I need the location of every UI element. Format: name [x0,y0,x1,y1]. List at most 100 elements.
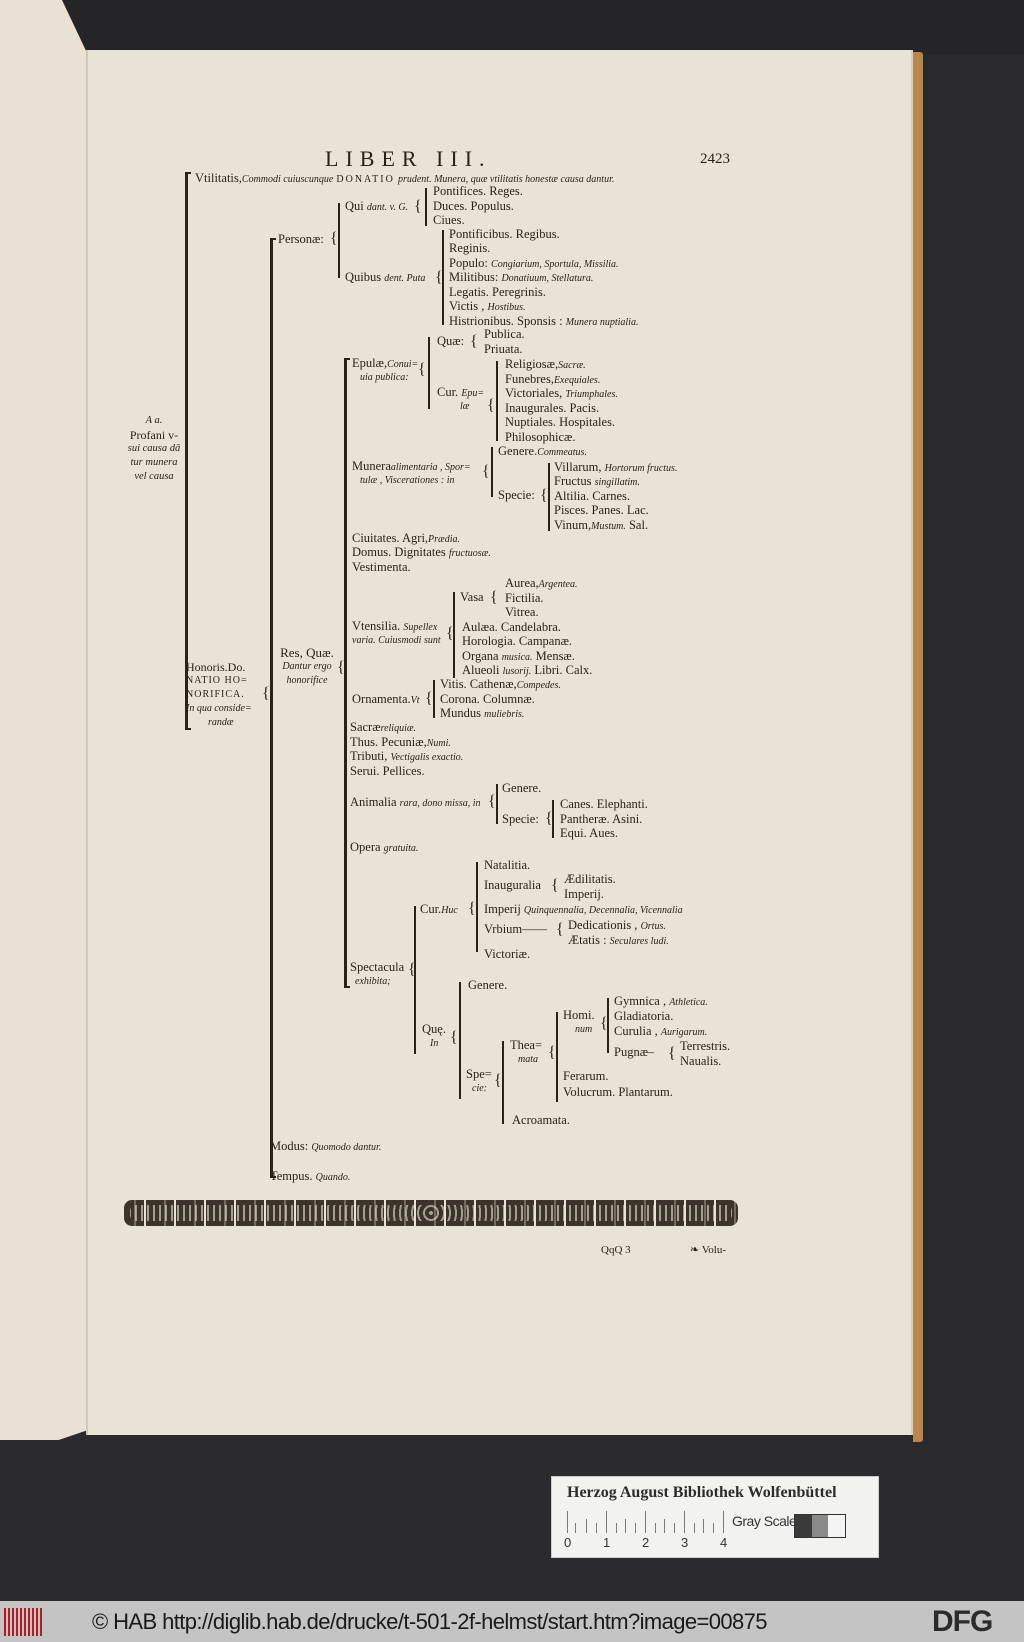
ornamenta-label: Ornamenta.Vt [352,692,420,706]
brace: { [487,397,495,414]
cur-sub: læ [460,401,470,412]
list-item: Vitrea. [505,605,539,619]
list-item: Corona. Columnæ. [440,692,535,706]
utensilia-sub: varia. Cuiusmodi sunt [352,635,441,646]
ruler-number: 2 [642,1535,650,1550]
list-item: Volucrum. Plantarum. [563,1085,673,1099]
brace-line [442,230,444,325]
library-name: Herzog August Bibliothek Wolfenbüttel [567,1484,837,1501]
list-item: Alueoli lusorij. Libri. Calx. [462,663,593,677]
brace: { [556,921,564,938]
footer-bar: © HAB http://diglib.hab.de/drucke/t-501-… [0,1601,1024,1642]
list-item: Organa musica. Mensæ. [462,649,575,663]
list-item: Terrestris. [680,1039,731,1053]
brace-tick [185,728,191,730]
spectacula-sub: exhibita; [355,976,391,987]
list-item: Inaugurales. Pacis. [505,401,600,415]
urbium-label: Vrbium—— [484,922,548,936]
list-item: Victoriales, Triumphales. [505,386,618,400]
ruler-number: 4 [720,1535,728,1550]
list-item: Thus. Pecuniæ,Numi. [350,735,451,749]
list-item: Religiosæ,Sacræ. [505,357,586,371]
brace: { [545,810,553,827]
list-item: Domus. Dignitates fructuosæ. [352,545,491,559]
brace-line [453,592,455,678]
list-item: Victis , Hostibus. [449,299,526,313]
catchword: ❧ Volu- [690,1244,727,1256]
side-note-profani: A a. Profani v- sui causa dā tur munera … [127,415,181,482]
list-item: Philosophicæ. [505,430,576,444]
brace: { [450,1029,458,1046]
munera-sub: tulæ , Viscerationes : in [360,475,455,486]
brace-tick [344,358,350,360]
tempus-item: Tempus. Quando. [270,1169,351,1183]
honoris-donatio-label: Honoris.Do. NATIO HO= NORIFICA. In qua c… [186,660,252,728]
list-item: Vitis. Cathenæ,Compedes. [440,677,561,691]
quibus-label: Quibus dent. Puta [345,270,426,284]
brace-tick [270,1176,276,1178]
list-item: Aulæa. Candelabra. [462,620,561,634]
brace: { [482,463,490,480]
brace-line [433,680,435,718]
list-item: Vinum,Mustum. Sal. [554,518,649,532]
brace: { [548,1044,556,1061]
utilitatis-line: Vtilitatis,Commodi cuiuscunque DONATIO p… [195,171,615,185]
brace-line [548,463,550,531]
book-gutter [86,50,89,1435]
brace-line [556,1012,558,1102]
list-item: Aurea,Argentea. [505,576,578,590]
qui-dant-label: Qui dant. v. G. [345,199,409,213]
list-item: Fructus singillatim. [554,474,640,488]
brace: { [668,1045,676,1062]
brace: { [262,685,270,702]
list-item: Histrionibus. Sponsis : Munera nuptialia… [449,314,639,328]
specie-label: Spe= [466,1067,492,1081]
ruler-number: 1 [603,1535,611,1550]
ruler-scale [567,1511,727,1533]
list-item: Reginis. [449,241,491,255]
brace: { [490,589,498,606]
vasa-label: Vasa [460,590,484,604]
list-item: Acroamata. [512,1113,570,1127]
specie-label: Specie: [502,812,539,826]
brace-line [496,784,498,824]
list-item: Mundus muliebris. [440,706,525,720]
list-item: Vestimenta. [352,560,411,574]
modus-item: Modus: Quomodo dantur. [270,1139,382,1153]
list-item: Ædilitatis. [564,872,616,886]
opera-item: Opera gratuita. [350,840,419,854]
signature-mark: QqQ 3 [601,1244,631,1256]
brace-line [607,998,609,1053]
list-item: Genere. [502,781,542,795]
epulae-label: Epulæ,Conui= [352,356,419,370]
list-item: Serui. Pellices. [350,764,425,778]
animalia-label: Animalia rara, dono missa, in [350,795,481,809]
list-item: Gladiatoria. [614,1009,674,1023]
running-title: LIBER III. [325,146,492,171]
list-item: Curulia , Aurigarum. [614,1024,708,1038]
copyright-url[interactable]: © HAB http://diglib.hab.de/drucke/t-501-… [92,1609,768,1634]
list-item: Pisces. Panes. Lac. [554,503,649,517]
list-item: Pontifices. Reges. [433,184,523,198]
list-item: Funebres,Exequiales. [505,372,601,386]
list-item: Ciues. [433,213,465,227]
brace: { [414,198,422,215]
brace-line [425,188,427,226]
brace: { [408,961,416,978]
brace-line [476,862,478,952]
scanner-background-top [60,0,1024,55]
list-item: Tributi, Vectigalis exactio. [350,749,464,763]
quae-in-sub: In [430,1038,439,1049]
list-item: Ferarum. [563,1069,609,1083]
dfg-logo: DFG [932,1605,993,1638]
brace-line [414,906,416,1054]
spectacula-label: Spectacula [350,960,405,974]
brace-tick [185,172,191,174]
theamata-label: Thea= [510,1038,543,1052]
list-item: Naualis. [680,1054,722,1068]
list-item: Villarum, Hortorum fructus. [554,460,678,474]
specie-sub: cie: [472,1083,487,1094]
page-edge [913,52,923,1442]
list-item: Sacræreliquiæ. [350,720,417,734]
quae-in-label: Quę. [422,1022,446,1036]
